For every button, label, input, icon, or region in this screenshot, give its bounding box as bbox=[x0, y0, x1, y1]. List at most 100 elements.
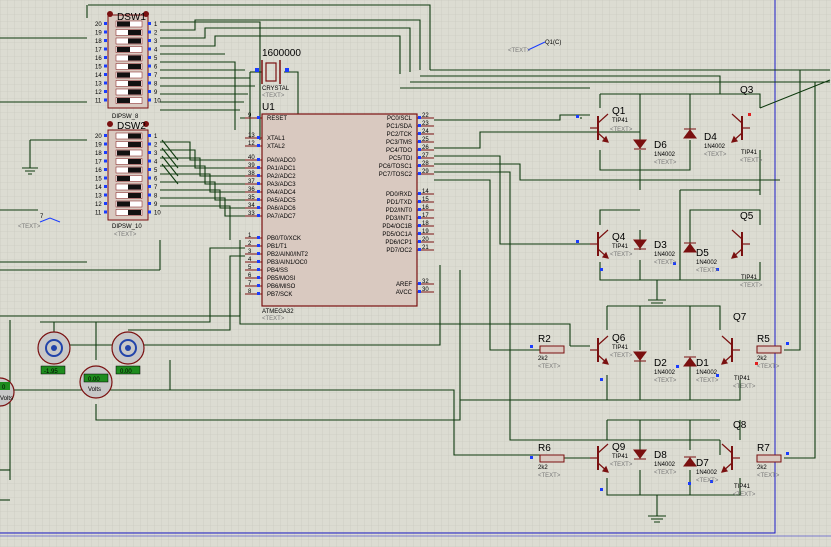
pin-marker bbox=[418, 232, 421, 235]
mcu-pin-number: 34 bbox=[248, 203, 255, 209]
dip-switch-lever[interactable] bbox=[128, 184, 141, 190]
dip-switch-lever[interactable] bbox=[117, 72, 130, 78]
mcu-pin-name: PC6/TOSC1 bbox=[379, 164, 413, 170]
mcu-pin-number: 21 bbox=[422, 245, 429, 251]
dip-pin-left: 12 bbox=[95, 90, 102, 96]
q6-ref: Q6 bbox=[612, 333, 626, 344]
pin-marker bbox=[104, 168, 107, 171]
dip-pin-left: 11 bbox=[95, 99, 102, 105]
mcu-pin-name: XTAL1 bbox=[267, 136, 286, 142]
d5-part: 1N4002 bbox=[696, 260, 718, 266]
mcu-pin-name: PD7/OC2 bbox=[386, 248, 412, 254]
pin-marker bbox=[148, 98, 151, 102]
pin-marker bbox=[104, 90, 107, 93]
pin-marker bbox=[418, 156, 421, 159]
dip-pin-right: 1 bbox=[154, 22, 158, 28]
pin-marker bbox=[257, 206, 260, 209]
dip-pin-left: 11 bbox=[95, 211, 102, 217]
motor-right bbox=[111, 331, 145, 365]
dip-pin-right: 9 bbox=[154, 90, 158, 96]
mcu-pin-number: 24 bbox=[422, 129, 429, 135]
dip-switch-lever[interactable] bbox=[117, 201, 130, 207]
dip-pin-left: 13 bbox=[95, 194, 102, 200]
transistors bbox=[590, 113, 750, 473]
dip-switch-lever[interactable] bbox=[128, 30, 141, 35]
mcu-pin-number: 17 bbox=[422, 213, 429, 219]
mcu-pin-name: AVCC bbox=[396, 290, 413, 296]
mcu-pin-name: PA6/ADC6 bbox=[267, 206, 296, 212]
r5-value: 2k2 bbox=[757, 356, 767, 362]
mcu-pin-number: 8 bbox=[248, 289, 252, 295]
pin-marker bbox=[418, 116, 421, 119]
dip-switch-lever[interactable] bbox=[128, 142, 141, 147]
text-placeholder: <TEXT> bbox=[654, 260, 677, 266]
dip-pin-left: 19 bbox=[95, 31, 102, 37]
pin-marker bbox=[257, 190, 260, 193]
pin-marker bbox=[418, 224, 421, 227]
dip-pin-left: 20 bbox=[95, 134, 102, 140]
pin-marker bbox=[104, 22, 107, 25]
dip-switch-lever[interactable] bbox=[117, 150, 130, 156]
dip-pin-right: 8 bbox=[154, 82, 158, 88]
d6-part: 1N4002 bbox=[654, 152, 676, 158]
r7-value: 2k2 bbox=[757, 465, 767, 471]
text-placeholder: <TEXT> bbox=[733, 492, 756, 498]
dip-switch-lever[interactable] bbox=[128, 167, 141, 173]
dip-switch-lever[interactable] bbox=[117, 21, 130, 27]
pin-marker bbox=[257, 260, 260, 263]
text-placeholder: <TEXT> bbox=[610, 462, 633, 468]
dip-pin-right: 4 bbox=[154, 160, 158, 166]
text-placeholder: <TEXT> bbox=[18, 224, 41, 230]
npn-transistor-icon bbox=[590, 335, 609, 365]
dip-switch-levers bbox=[115, 20, 143, 216]
dip-switch-lever[interactable] bbox=[128, 64, 141, 69]
dip-pin-left: 20 bbox=[95, 22, 102, 28]
dip-switch-lever[interactable] bbox=[128, 193, 141, 198]
mcu-pin-number: 28 bbox=[422, 161, 429, 167]
mcu-pin-name: PB6/MISO bbox=[267, 284, 296, 290]
pin-marker bbox=[104, 193, 107, 197]
voltmeter-unit: Volts bbox=[88, 387, 101, 393]
mcu-pin-number: 40 bbox=[248, 155, 255, 161]
mcu-pin-number: 32 bbox=[422, 279, 429, 285]
mcu-pin-name: PD6/ICP1 bbox=[385, 240, 412, 246]
pin-marker bbox=[257, 244, 260, 247]
pin-marker bbox=[148, 176, 151, 180]
mcu-pin-number: 22 bbox=[422, 113, 429, 119]
mcu-ref: U1 bbox=[262, 102, 275, 113]
dip-switch-lever[interactable] bbox=[128, 89, 141, 95]
pin-marker bbox=[104, 134, 107, 137]
text-placeholder: <TEXT> bbox=[610, 252, 633, 258]
dip-switch-lever[interactable] bbox=[128, 133, 141, 139]
pin-marker bbox=[148, 39, 151, 42]
dip-switch-lever[interactable] bbox=[128, 159, 141, 164]
dip-switch-lever[interactable] bbox=[117, 98, 130, 103]
mcu-pin-number: 3 bbox=[248, 249, 252, 255]
dip-switch-lever[interactable] bbox=[128, 55, 141, 61]
mcu-chip bbox=[261, 113, 418, 307]
pin-marker bbox=[104, 142, 107, 146]
text-placeholder: <TEXT> bbox=[696, 478, 719, 484]
dip-switch-lever[interactable] bbox=[128, 81, 141, 86]
text-placeholder: <TEXT> bbox=[740, 158, 763, 164]
mcu-pin-name: PB4/SS bbox=[267, 268, 288, 274]
npn-transistor-icon bbox=[731, 229, 750, 259]
mcu-pin-number: 27 bbox=[422, 153, 429, 159]
crystal bbox=[255, 60, 289, 84]
text-placeholder: <TEXT> bbox=[262, 93, 285, 99]
voltmeter-reading: 0.00 bbox=[88, 377, 100, 383]
pin-marker bbox=[148, 81, 151, 85]
mcu-pin-name: PC1/SDA bbox=[386, 124, 412, 130]
mcu-pin-name: PB5/MOSI bbox=[267, 276, 296, 282]
dip-switch-lever[interactable] bbox=[128, 210, 141, 215]
dip-switch-lever[interactable] bbox=[128, 38, 141, 44]
motor-left bbox=[37, 331, 71, 365]
dip-switch-lever[interactable] bbox=[117, 176, 130, 181]
text-placeholder: <TEXT> bbox=[757, 473, 780, 479]
dip-pin-right: 5 bbox=[154, 168, 158, 174]
dip-switch-lever[interactable] bbox=[117, 47, 130, 52]
mcu-pin-name: PA0/ADC0 bbox=[267, 158, 296, 164]
pin-marker bbox=[148, 56, 151, 59]
